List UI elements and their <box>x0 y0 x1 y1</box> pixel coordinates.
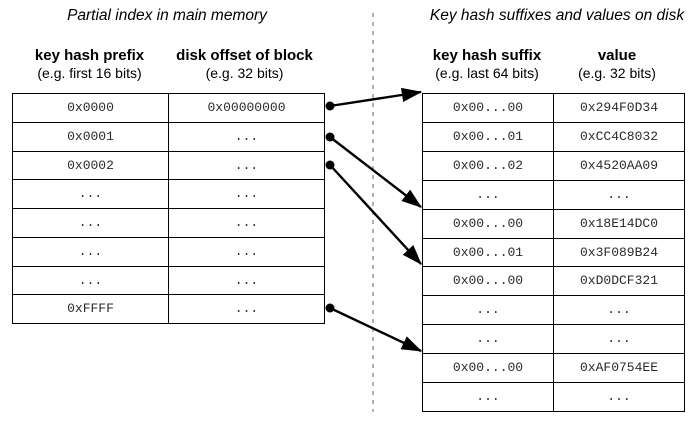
table-cell: ... <box>553 179 685 210</box>
table-row: ...... <box>422 324 685 355</box>
table-cell: ... <box>12 208 169 238</box>
table-row: 0x0002... <box>12 150 325 181</box>
table-row: ...... <box>12 179 325 209</box>
column-header-label: disk offset of block <box>176 47 313 64</box>
table-cell: 0x18E14DC0 <box>553 208 685 239</box>
table-cell: ... <box>422 179 554 210</box>
memory-panel-title: Partial index in main memory <box>67 7 267 24</box>
table-cell: ... <box>12 179 169 209</box>
disk-table-headers: key hash suffix (e.g. last 64 bits) valu… <box>422 47 682 81</box>
table-cell: ... <box>422 324 554 355</box>
column-header-key-hash-prefix: key hash prefix (e.g. first 16 bits) <box>12 47 167 81</box>
table-cell: 0x0001 <box>12 121 169 152</box>
table-cell: 0xAF0754EE <box>553 353 685 384</box>
column-header-disk-offset: disk offset of block (e.g. 32 bits) <box>167 47 322 81</box>
table-cell: 0x00...00 <box>422 208 554 239</box>
column-header-label: value <box>597 47 637 64</box>
table-row: ...... <box>12 208 325 238</box>
table-cell: 0x00...00 <box>422 353 554 384</box>
table-cell: ... <box>422 295 554 326</box>
table-cell: 0x3F089B24 <box>553 237 685 268</box>
table-cell: 0x0000 <box>12 93 169 123</box>
block-pointer-arrow <box>329 87 423 108</box>
table-cell: 0x00...01 <box>422 121 554 152</box>
disk-panel-title: Key hash suffixes and values on disk <box>429 7 685 24</box>
table-cell: ... <box>168 121 325 152</box>
table-row: 0xFFFF... <box>12 294 325 324</box>
column-header-value: value (e.g. 32 bits) <box>552 47 682 81</box>
table-row: ...... <box>422 295 685 326</box>
table-cell: ... <box>553 382 685 412</box>
column-header-subtext: (e.g. 32 bits) <box>205 65 284 81</box>
table-cell: 0x00...02 <box>422 150 554 181</box>
column-header-subtext: (e.g. 32 bits) <box>578 65 656 81</box>
table-row: ...... <box>12 265 325 296</box>
column-header-label: key hash prefix <box>34 47 145 64</box>
arrow-origin-dot <box>325 132 335 142</box>
table-cell: ... <box>168 150 325 181</box>
table-cell: 0xFFFF <box>12 294 169 324</box>
table-cell: 0x00...00 <box>422 93 554 123</box>
table-cell: ... <box>168 179 325 209</box>
table-cell: ... <box>168 294 325 324</box>
table-cell: 0x0002 <box>12 150 169 181</box>
table-row: ...... <box>12 236 325 267</box>
table-cell: ... <box>12 236 169 267</box>
column-header-key-hash-suffix: key hash suffix (e.g. last 64 bits) <box>422 47 552 81</box>
arrow-origin-dot <box>325 303 335 313</box>
column-header-label: key hash suffix <box>432 47 542 64</box>
table-cell: ... <box>12 265 169 296</box>
table-cell: 0x00...00 <box>422 266 554 297</box>
table-cell: ... <box>422 382 554 412</box>
table-cell: ... <box>553 324 685 355</box>
table-cell: 0x00...01 <box>422 237 554 268</box>
table-cell: 0x4520AA09 <box>553 150 685 181</box>
table-cell: 0xCC4C8032 <box>553 121 685 152</box>
arrow-origin-dot <box>325 101 335 111</box>
memory-table-headers: key hash prefix (e.g. first 16 bits) dis… <box>12 47 322 81</box>
column-header-subtext: (e.g. last 64 bits) <box>435 65 539 81</box>
table-row: ...... <box>422 179 685 210</box>
column-header-subtext: (e.g. first 16 bits) <box>37 65 142 81</box>
table-cell: ... <box>168 236 325 267</box>
block-pointer-arrow <box>329 306 423 353</box>
table-cell: 0x294F0D34 <box>553 93 685 123</box>
table-cell: 0x00000000 <box>168 93 325 123</box>
table-row: 0x0001... <box>12 121 325 152</box>
block-pointer-arrow <box>329 136 422 208</box>
table-cell: 0xD0DCF321 <box>553 266 685 297</box>
arrow-origin-dot <box>325 160 335 170</box>
table-cell: ... <box>168 265 325 296</box>
table-cell: ... <box>553 295 685 326</box>
table-cell: ... <box>168 208 325 238</box>
block-pointer-arrow <box>329 164 422 265</box>
table-row: ...... <box>422 382 685 412</box>
